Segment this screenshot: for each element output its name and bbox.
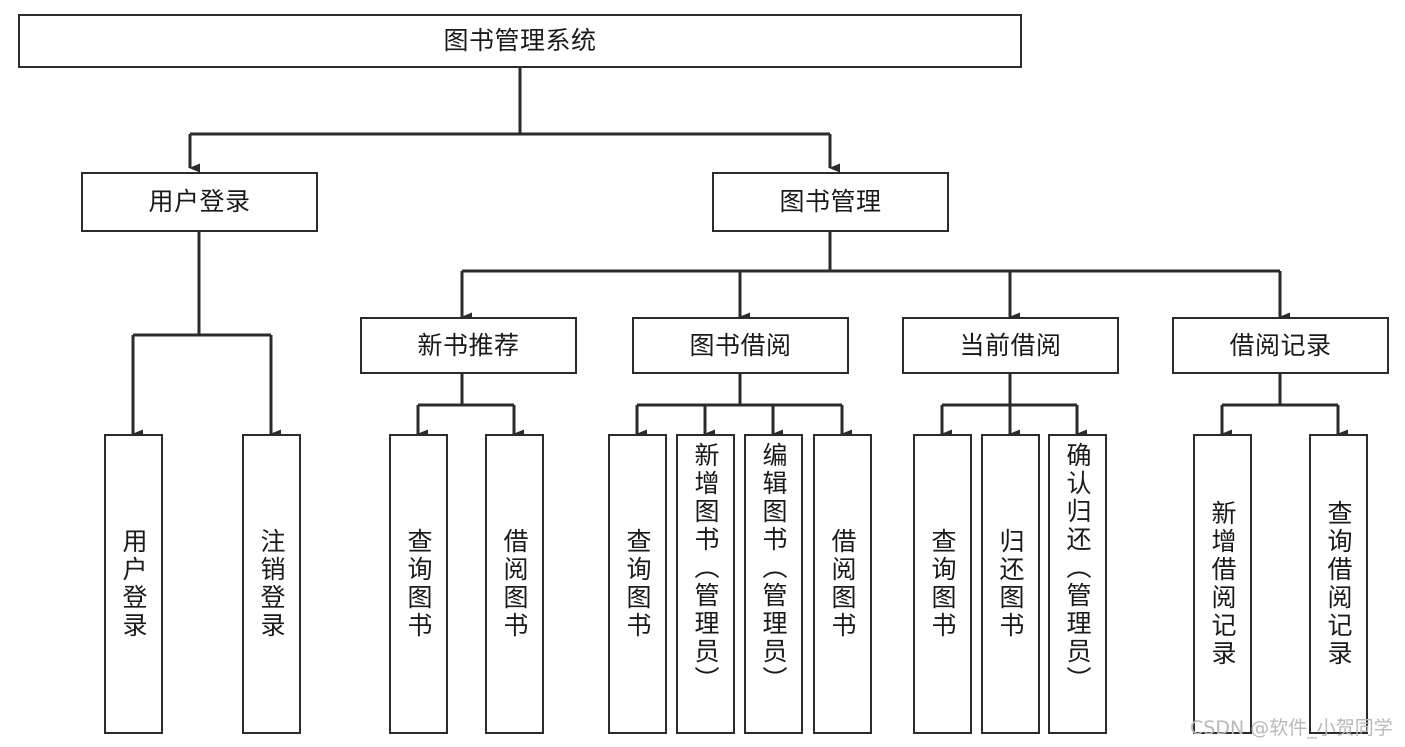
- node-label: 当前借阅: [959, 330, 1062, 360]
- node-label: 用户登录: [148, 187, 251, 216]
- leaf-logout[interactable]: 注销登录: [242, 434, 301, 734]
- node-label: 查询借阅记录: [1324, 500, 1353, 668]
- node-current-borrow[interactable]: 当前借阅: [902, 317, 1119, 374]
- leaf-borrow-book[interactable]: 借阅图书: [813, 434, 872, 734]
- leaf-return-book[interactable]: 归还图书: [981, 434, 1040, 734]
- node-label: 用户登录: [119, 528, 148, 640]
- leaf-query-book-current[interactable]: 查询图书: [913, 434, 972, 734]
- leaf-confirm-return-admin[interactable]: 确认归还（管理员）: [1048, 434, 1107, 734]
- leaf-add-book-admin[interactable]: 新增图书（管理员）: [676, 434, 735, 734]
- node-label: 编辑图书（管理员）: [759, 442, 788, 694]
- node-label: 图书管理系统: [443, 26, 597, 55]
- leaf-query-borrow-record[interactable]: 查询借阅记录: [1309, 434, 1368, 734]
- node-label: 查询图书: [928, 528, 957, 640]
- leaf-query-book-borrow[interactable]: 查询图书: [608, 434, 667, 734]
- leaf-query-book-recommendation[interactable]: 查询图书: [389, 434, 448, 734]
- leaf-edit-book-admin[interactable]: 编辑图书（管理员）: [744, 434, 803, 734]
- node-label: 新增借阅记录: [1208, 500, 1237, 668]
- node-label: 借阅图书: [828, 528, 857, 640]
- node-book-borrow[interactable]: 图书借阅: [632, 317, 849, 374]
- node-label: 借阅图书: [500, 528, 529, 640]
- node-label: 图书借阅: [689, 330, 792, 360]
- node-label: 归还图书: [996, 528, 1025, 640]
- node-root-book-management-system[interactable]: 图书管理系统: [18, 14, 1022, 68]
- node-label: 新书推荐: [417, 330, 520, 360]
- node-label: 查询图书: [404, 528, 433, 640]
- node-book-management[interactable]: 图书管理: [712, 172, 949, 232]
- node-user-login[interactable]: 用户登录: [81, 172, 318, 232]
- leaf-user-login[interactable]: 用户登录: [104, 434, 163, 734]
- node-label: 查询图书: [623, 528, 652, 640]
- watermark-text: CSDN @软件_小贺同学: [1190, 717, 1393, 739]
- node-label: 借阅记录: [1229, 330, 1332, 360]
- node-label: 注销登录: [257, 528, 286, 640]
- node-label: 确认归还（管理员）: [1063, 442, 1092, 694]
- leaf-borrow-book-recommendation[interactable]: 借阅图书: [485, 434, 544, 734]
- node-label: 图书管理: [779, 187, 882, 216]
- leaf-add-borrow-record[interactable]: 新增借阅记录: [1193, 434, 1252, 734]
- node-borrow-record[interactable]: 借阅记录: [1172, 317, 1389, 374]
- node-label: 新增图书（管理员）: [691, 442, 720, 694]
- node-new-book-recommendation[interactable]: 新书推荐: [360, 317, 577, 374]
